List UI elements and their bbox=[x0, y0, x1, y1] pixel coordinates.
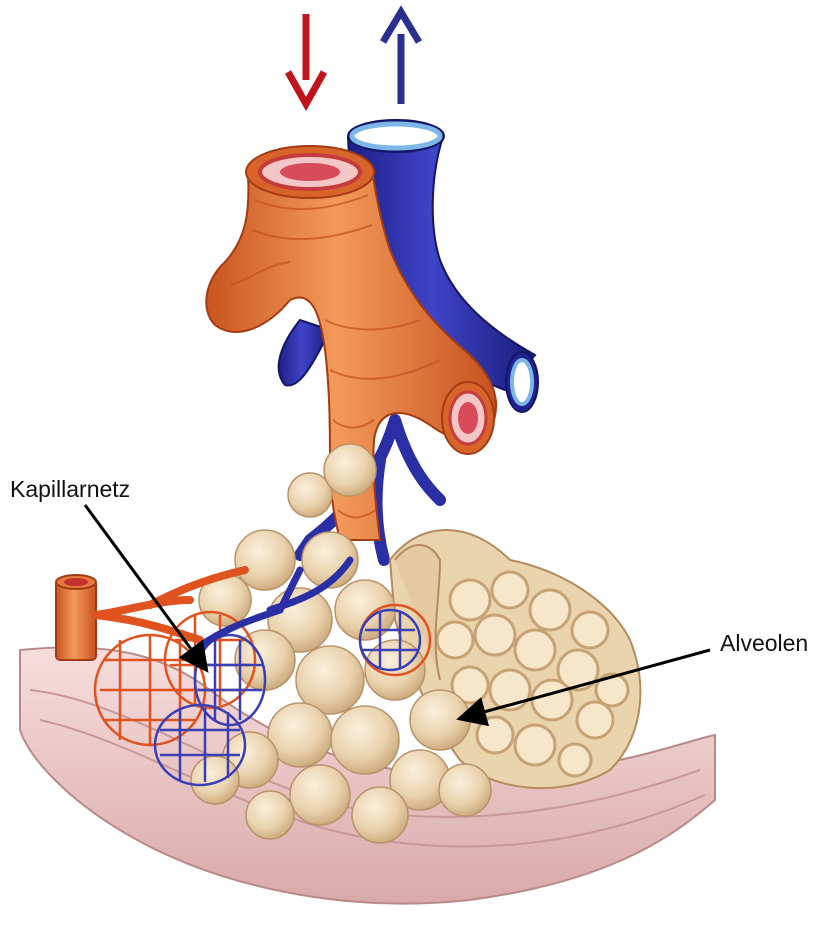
alveolar-sac-section bbox=[390, 530, 640, 788]
blood-in-arrow bbox=[288, 14, 324, 104]
alveoli-label: Alveolen bbox=[720, 630, 808, 657]
blood-out-arrow bbox=[383, 12, 419, 104]
capillary-network-label: Kapillarnetz bbox=[10, 476, 130, 503]
